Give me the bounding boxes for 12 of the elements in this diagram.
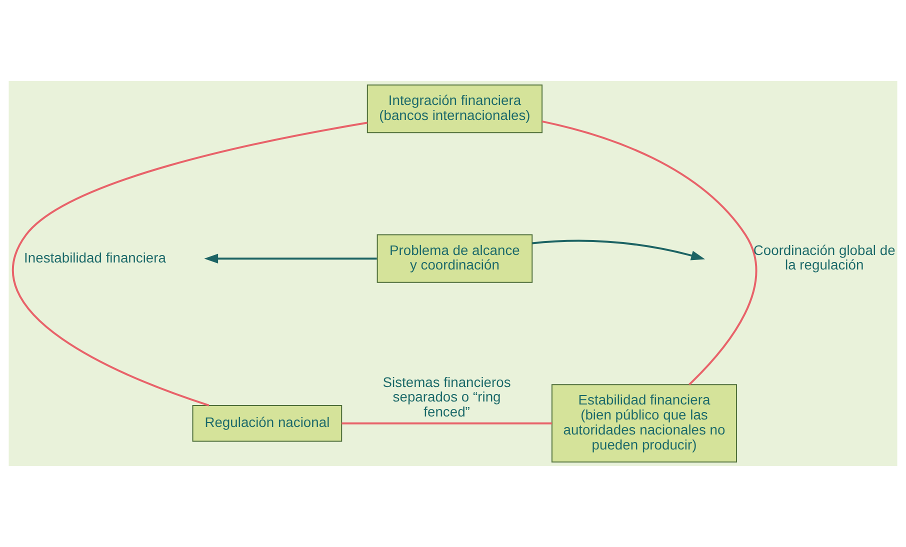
node-box: Estabilidad financiera (bien público que las autoridades nacionales no pueden producir) [551, 384, 738, 463]
edge-label: Coordinación global de la regulación [753, 242, 896, 273]
node-box: Integración financiera (bancos internacionales) [366, 84, 543, 134]
node-box: Regulación nacional [192, 404, 342, 442]
edge-label: Sistemas financieros separados o “ring fenced” [382, 374, 511, 420]
arrow [532, 240, 706, 260]
node-box: Problema de alcance y coordinación [376, 234, 533, 283]
connector [542, 120, 758, 386]
edge-label: Inestabilidad financiera [24, 249, 166, 266]
connector [12, 122, 368, 406]
arrow [204, 254, 377, 264]
connector [342, 422, 552, 424]
